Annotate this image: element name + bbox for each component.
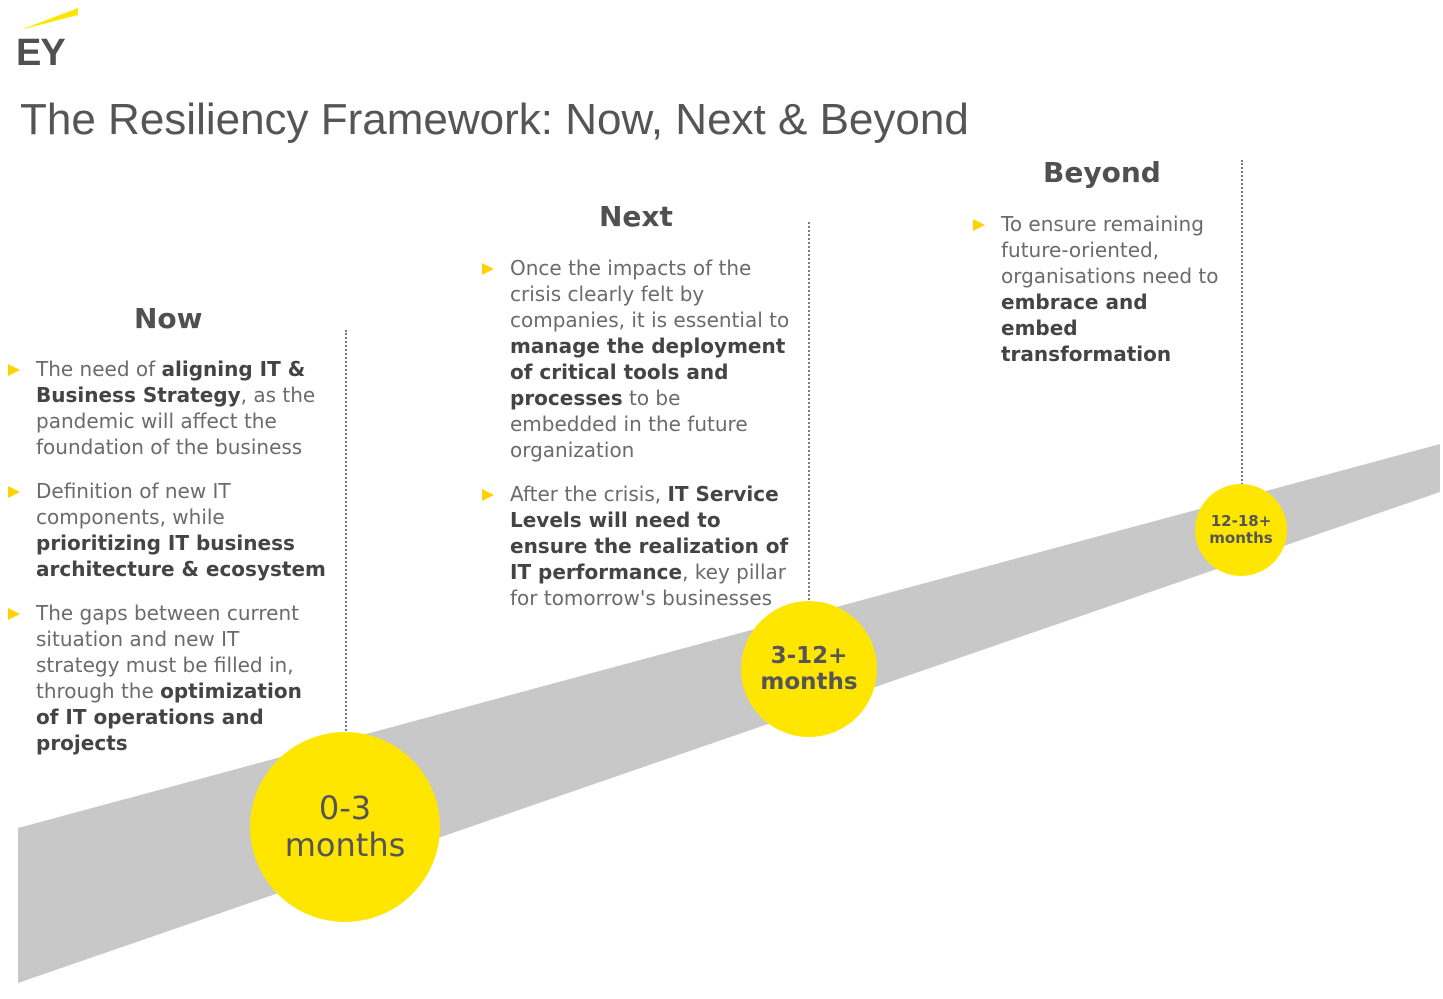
milestone-next-line2: months: [760, 669, 858, 695]
bullet-item: Definition of new IT components, while p…: [6, 478, 326, 582]
bullet-emphasis: prioritizing IT business architecture & …: [36, 531, 326, 581]
milestone-next-line1: 3-12+: [770, 642, 848, 669]
phase-heading-now: Now: [134, 302, 203, 335]
milestone-beyond-line1: 12-18+: [1210, 511, 1272, 530]
milestone-now: 0-3 months: [250, 732, 440, 922]
bullet-text: Once the impacts of the crisis clearly f…: [510, 256, 790, 332]
bullet-list-next: Once the impacts of the crisis clearly f…: [480, 255, 790, 629]
logo-text: EY: [16, 32, 66, 74]
bullet-list-beyond: To ensure remaining future-oriented, org…: [971, 211, 1221, 385]
milestone-now-line2: months: [284, 826, 406, 864]
milestone-beyond: 12-18+ months: [1195, 484, 1287, 576]
bullet-list-now: The need of aligning IT & Business Strat…: [6, 356, 326, 774]
bullet-text: , as the pandemic will affect the founda…: [36, 383, 316, 459]
bullet-emphasis: optimization of IT operations and projec…: [36, 679, 302, 755]
milestone-now-line1: 0-3: [318, 789, 372, 828]
bullet-text: After the crisis,: [510, 482, 668, 506]
connector-beyond: [1241, 160, 1243, 485]
bullet-emphasis: aligning IT & Business Strategy: [36, 357, 306, 407]
bullet-text: The gaps between current situation and n…: [36, 601, 299, 703]
bullet-text: to be embedded in the future organizatio…: [510, 386, 748, 462]
milestone-beyond-line2: months: [1209, 529, 1273, 547]
bullet-item: The need of aligning IT & Business Strat…: [6, 356, 326, 460]
phase-heading-next: Next: [599, 200, 673, 233]
bullet-emphasis: embrace and embed transformation: [1001, 290, 1172, 366]
bullet-item: Once the impacts of the crisis clearly f…: [480, 255, 790, 463]
bullet-text: , key pillar for tomorrow's businesses: [510, 560, 787, 610]
bullet-text: The need of: [36, 357, 162, 381]
bullet-emphasis: IT Service Levels will need to ensure th…: [510, 482, 789, 584]
logo-beam-icon: [20, 8, 78, 30]
bullet-item: After the crisis, IT Service Levels will…: [480, 481, 790, 611]
bullet-emphasis: manage the deployment of critical tools …: [510, 334, 786, 410]
page-title: The Resiliency Framework: Now, Next & Be…: [20, 95, 969, 144]
ey-logo: EY: [16, 6, 86, 76]
milestone-next: 3-12+ months: [741, 601, 877, 737]
bullet-text: To ensure remaining future-oriented, org…: [1001, 212, 1219, 288]
bullet-item: To ensure remaining future-oriented, org…: [971, 211, 1221, 367]
bullet-item: The gaps between current situation and n…: [6, 600, 326, 756]
phase-heading-beyond: Beyond: [1043, 156, 1161, 189]
bullet-text: Definition of new IT components, while: [36, 479, 231, 529]
connector-now: [345, 330, 347, 735]
connector-next: [808, 222, 810, 604]
